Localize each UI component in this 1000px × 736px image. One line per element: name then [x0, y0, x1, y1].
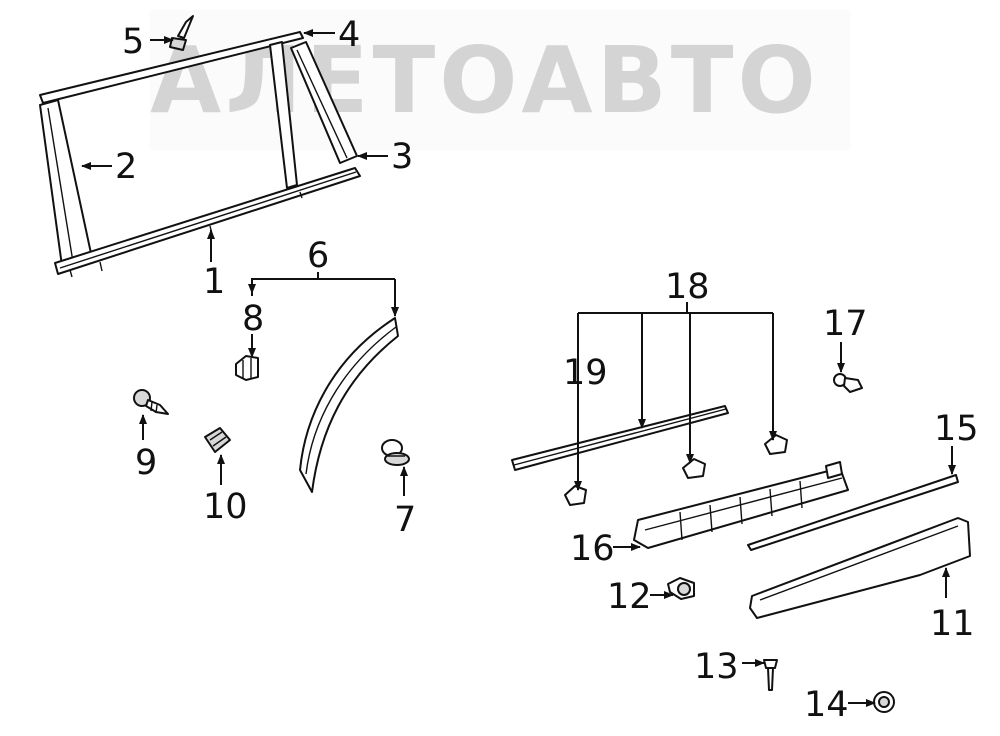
door-frame-moldings [39, 15, 361, 278]
part-12-clip [667, 577, 695, 600]
part-15-lower-strip [747, 474, 959, 551]
callout-9: 9 [135, 443, 157, 483]
callout-11: 11 [930, 604, 975, 644]
wheel-arch-group [133, 317, 410, 493]
callout-14: 14 [804, 685, 849, 725]
part-2-front-pillar-garnish [39, 99, 93, 267]
callout-19: 19 [563, 353, 608, 393]
callout-16: 16 [570, 529, 615, 569]
part-11-rocker-molding [749, 517, 971, 619]
part-18-clip-a [564, 485, 587, 506]
callout-4: 4 [338, 15, 360, 55]
callout-7: 7 [394, 500, 416, 540]
callout-8: 8 [242, 299, 264, 339]
center-pillar-strip [269, 41, 298, 189]
part-6-wheel-arch-molding [299, 317, 399, 493]
callout-5: 5 [122, 22, 144, 62]
part-7-clip [381, 439, 410, 466]
callout-1: 1 [203, 262, 225, 302]
callout-18: 18 [665, 267, 710, 307]
part-13-screw [763, 659, 778, 691]
callout-6: 6 [307, 236, 329, 276]
part-9-screw [133, 389, 169, 415]
part-18-clip-c [764, 434, 788, 455]
part-10-retainer [204, 427, 231, 453]
callout-12: 12 [607, 577, 652, 617]
rocker-molding-group [511, 373, 971, 713]
part-16-bracket [633, 461, 849, 549]
part-17-fastener [833, 373, 863, 393]
part-1-belt-molding [54, 167, 361, 275]
part-5-screw [169, 15, 194, 51]
callout-2: 2 [115, 147, 137, 187]
leader-6-bracket [251, 278, 395, 296]
callout-15: 15 [934, 409, 979, 449]
part-8-clip [235, 355, 259, 381]
callout-17: 17 [823, 304, 868, 344]
callout-numbers: 1 2 3 4 5 6 7 8 9 10 11 12 13 14 15 16 1… [115, 15, 979, 725]
part-14-nut [873, 691, 895, 713]
part-18-clip-b [682, 458, 706, 479]
callout-13: 13 [694, 647, 739, 687]
watermark: АЛЕТОАВТО [150, 10, 850, 150]
part-19-upper-strip [511, 405, 729, 471]
callout-3: 3 [391, 137, 413, 177]
leader-lines [81, 29, 956, 707]
callout-10: 10 [203, 487, 248, 527]
part-4-upper-molding [39, 31, 304, 104]
